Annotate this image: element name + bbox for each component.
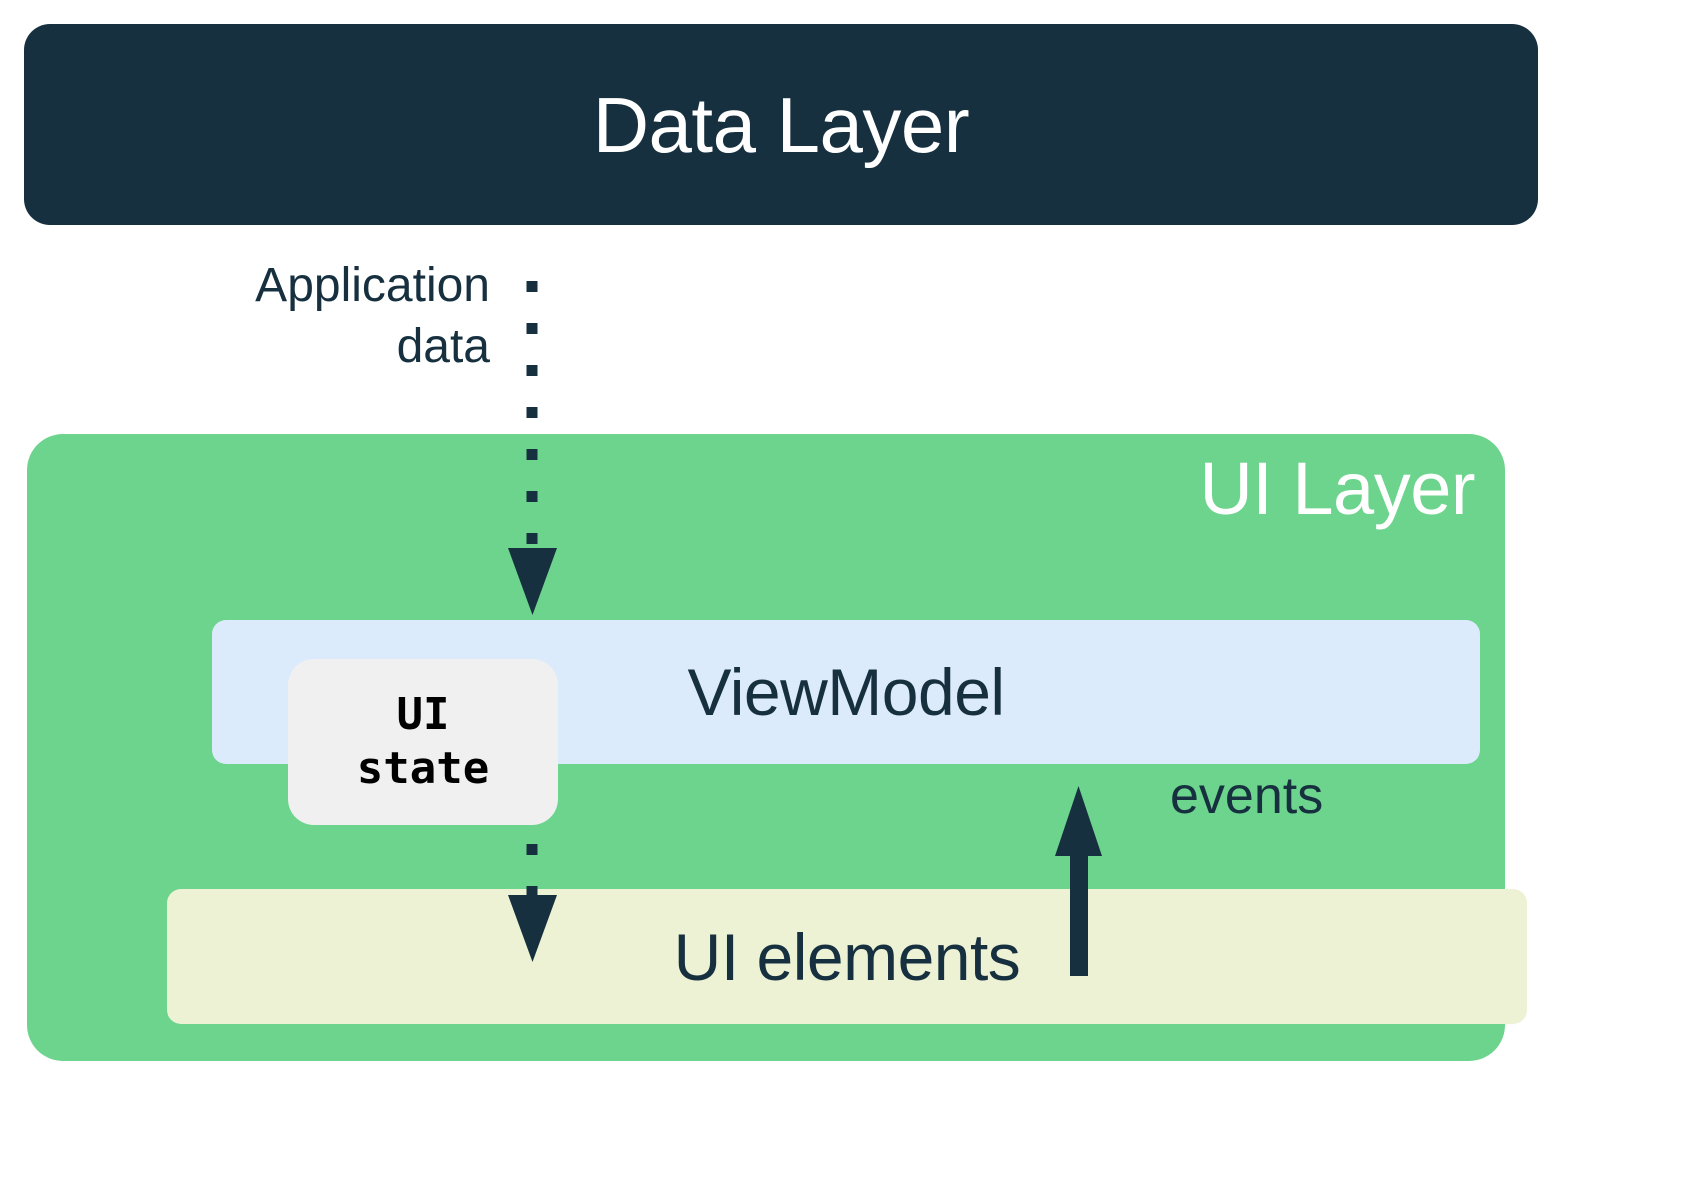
ui-layer-label: UI Layer	[1199, 447, 1475, 530]
events-label: events	[1170, 767, 1324, 825]
ui-state-chip[interactable]: UI state	[288, 659, 558, 825]
ui-state-line-1: UI	[396, 689, 450, 741]
application-data-label: Application data	[255, 259, 490, 374]
ui-elements-box[interactable]: UI elements	[167, 889, 1527, 1024]
viewmodel-label: ViewModel	[687, 655, 1005, 729]
ui-layer-box[interactable]: UI Layer ViewModel UI state events UI el…	[27, 434, 1527, 1061]
data-layer-label: Data Layer	[592, 80, 970, 169]
ui-elements-label: UI elements	[673, 919, 1021, 994]
ui-state-line-2: state	[356, 743, 490, 794]
data-layer-box[interactable]: Data Layer	[24, 24, 1538, 225]
